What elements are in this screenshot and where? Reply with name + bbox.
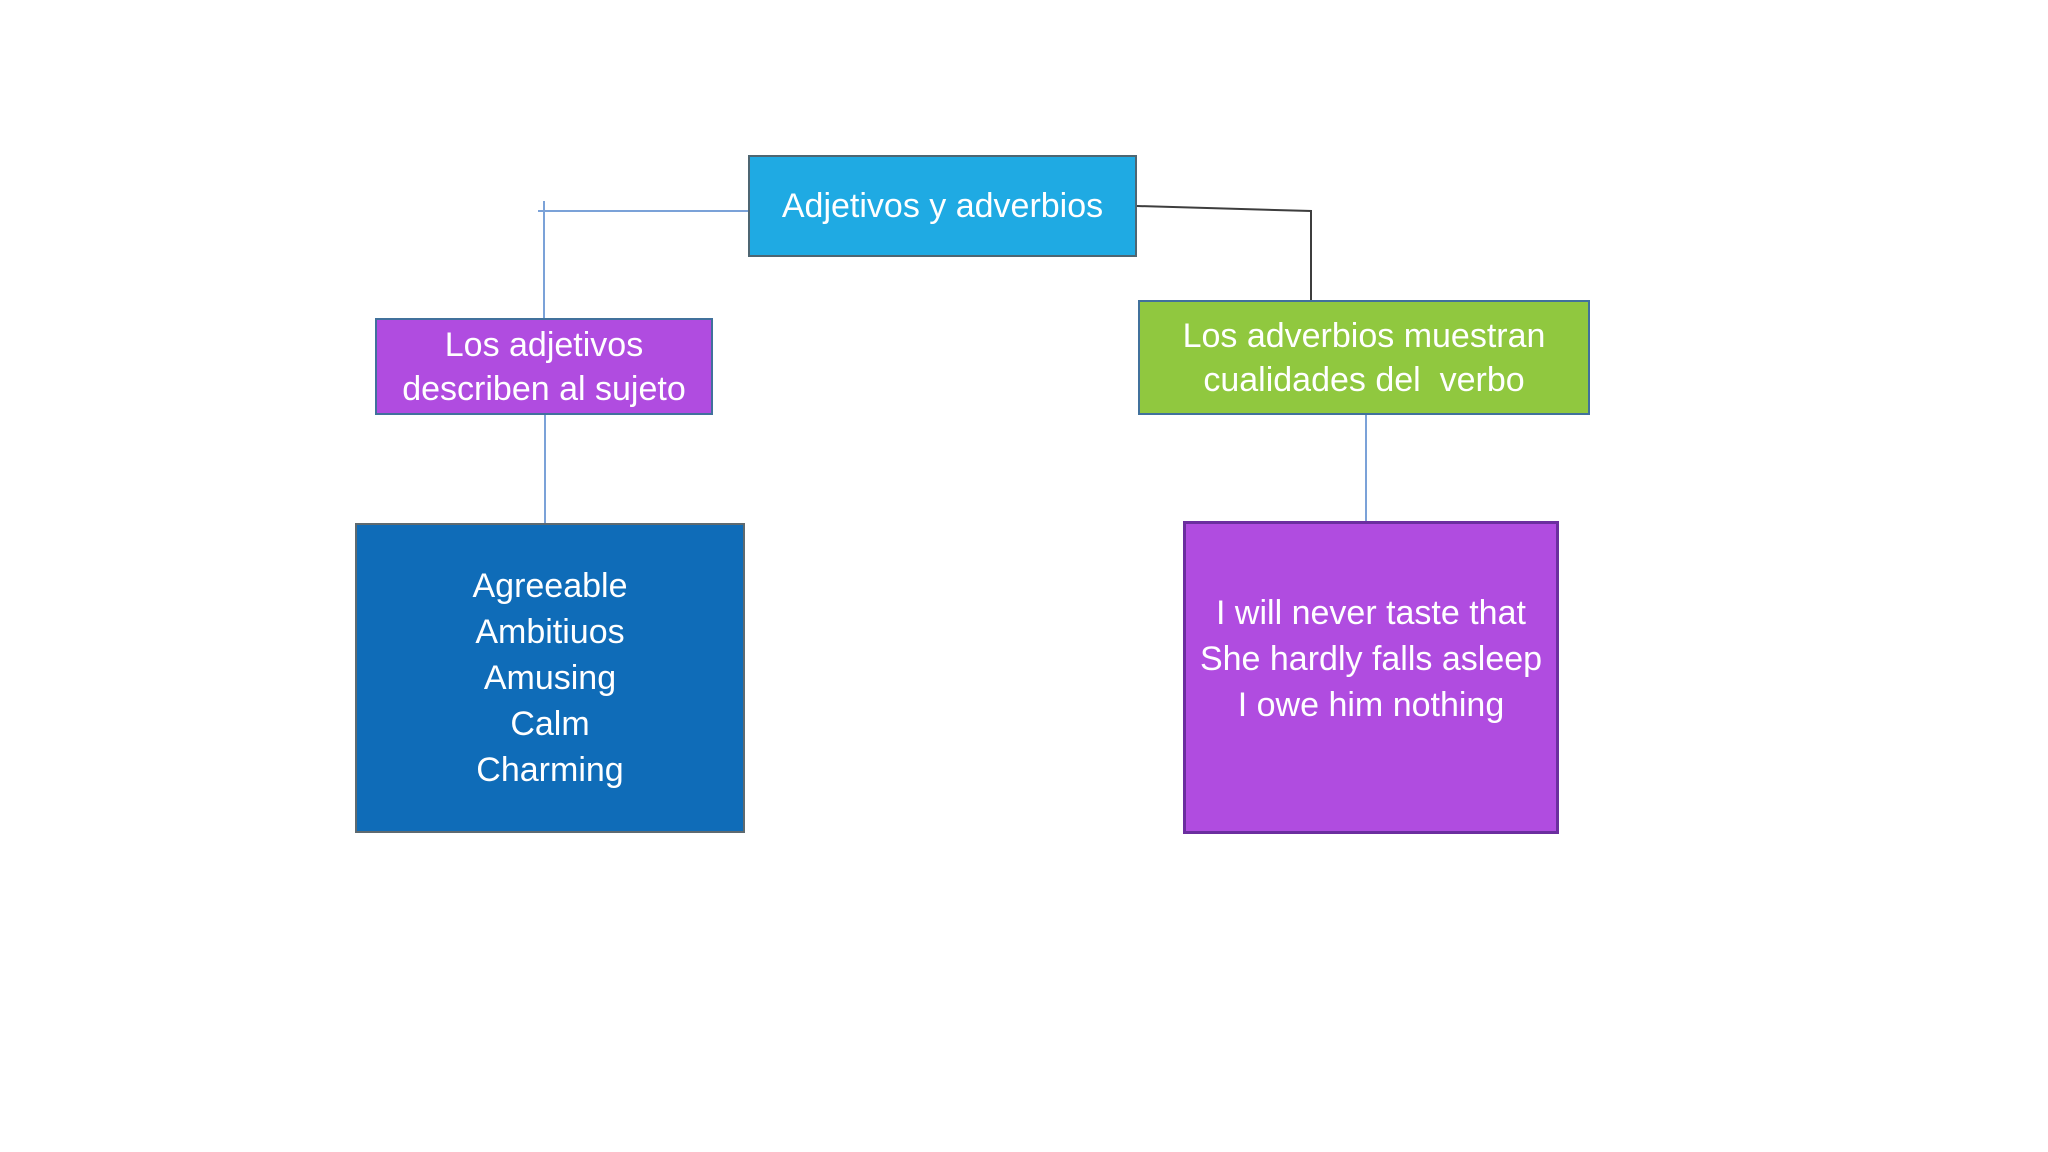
- connector-root-to-adverbs-elbow: [1136, 205, 1312, 300]
- node-root-adjetivos-y-adverbios[interactable]: Adjetivos y adverbios: [748, 155, 1137, 257]
- node-adverbs-definition[interactable]: Los adverbios muestran cualidades del ve…: [1138, 300, 1590, 415]
- node-adverbs-examples[interactable]: I will never taste that She hardly falls…: [1183, 521, 1559, 834]
- node-adjectives-definition[interactable]: Los adjetivos describen al sujeto: [375, 318, 713, 415]
- node-adjectives-definition-label: Los adjetivos describen al sujeto: [402, 325, 686, 408]
- node-adverbs-examples-label: I will never taste that She hardly falls…: [1199, 594, 1543, 724]
- node-adjectives-examples[interactable]: Agreeable Ambitiuos Amusing Calm Charmin…: [355, 523, 745, 833]
- node-root-label: Adjetivos y adverbios: [781, 187, 1104, 225]
- node-adverbs-definition-label: Los adverbios muestran cualidades del ve…: [1182, 316, 1546, 399]
- node-adjectives-examples-label: Agreeable Ambitiuos Amusing Calm Charmin…: [472, 567, 628, 789]
